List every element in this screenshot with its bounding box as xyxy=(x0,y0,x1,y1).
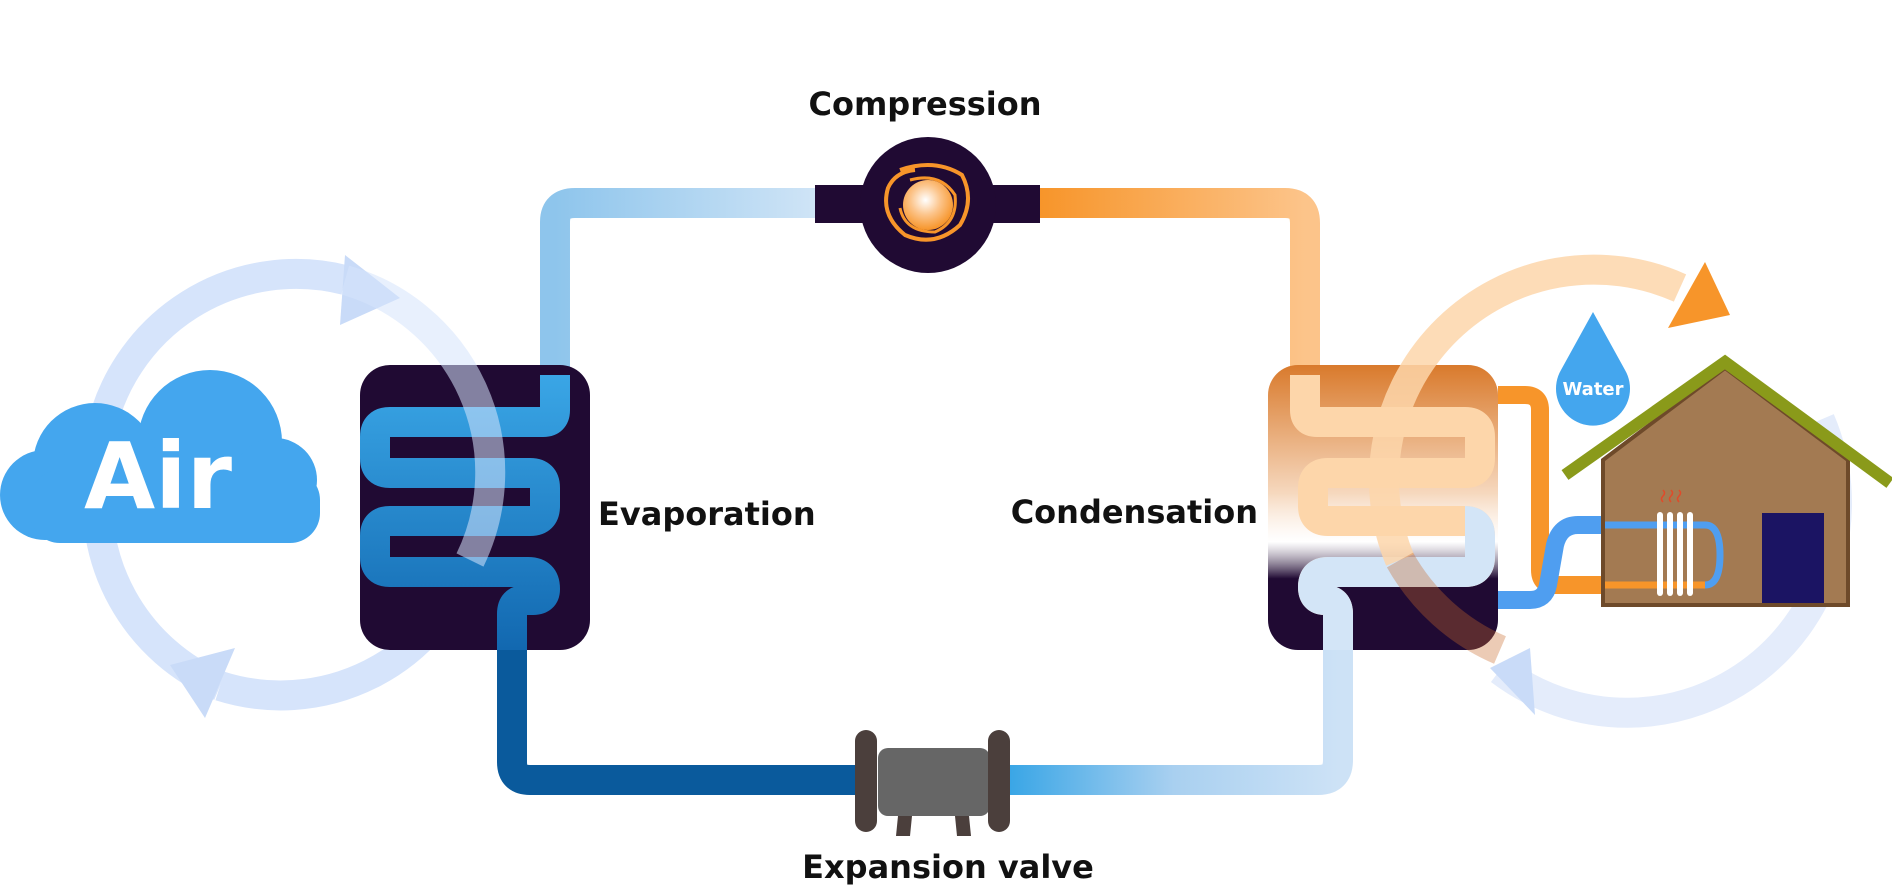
pipe-condenser-to-valve xyxy=(1010,600,1353,795)
water-pipe-cold xyxy=(1498,516,1605,609)
evaporation-label: Evaporation xyxy=(598,495,816,533)
expansion-valve-icon xyxy=(855,730,1010,836)
water-arrow-bottom-icon xyxy=(1490,648,1535,715)
air-label: Air xyxy=(84,423,233,530)
compressor-icon xyxy=(815,137,1040,273)
water-label: Water xyxy=(1562,379,1623,400)
pipe-evaporator-to-compressor xyxy=(540,188,815,395)
pipe-valve-to-evaporator xyxy=(497,600,860,795)
compression-label: Compression xyxy=(808,85,1041,123)
house-door xyxy=(1762,513,1824,603)
radiator-icon xyxy=(1657,512,1693,596)
air-arrow-bottom-icon xyxy=(170,648,235,718)
heat-waves-icon xyxy=(1660,489,1682,503)
house-icon xyxy=(1561,354,1892,607)
air-cloud-icon xyxy=(0,370,320,543)
water-arrow-top-icon xyxy=(1668,262,1730,328)
pipe-compressor-to-condenser xyxy=(1040,188,1320,395)
condensation-label: Condensation xyxy=(1011,493,1258,531)
expansion-valve-label: Expansion valve xyxy=(802,848,1094,886)
water-drop-icon xyxy=(1555,312,1630,426)
